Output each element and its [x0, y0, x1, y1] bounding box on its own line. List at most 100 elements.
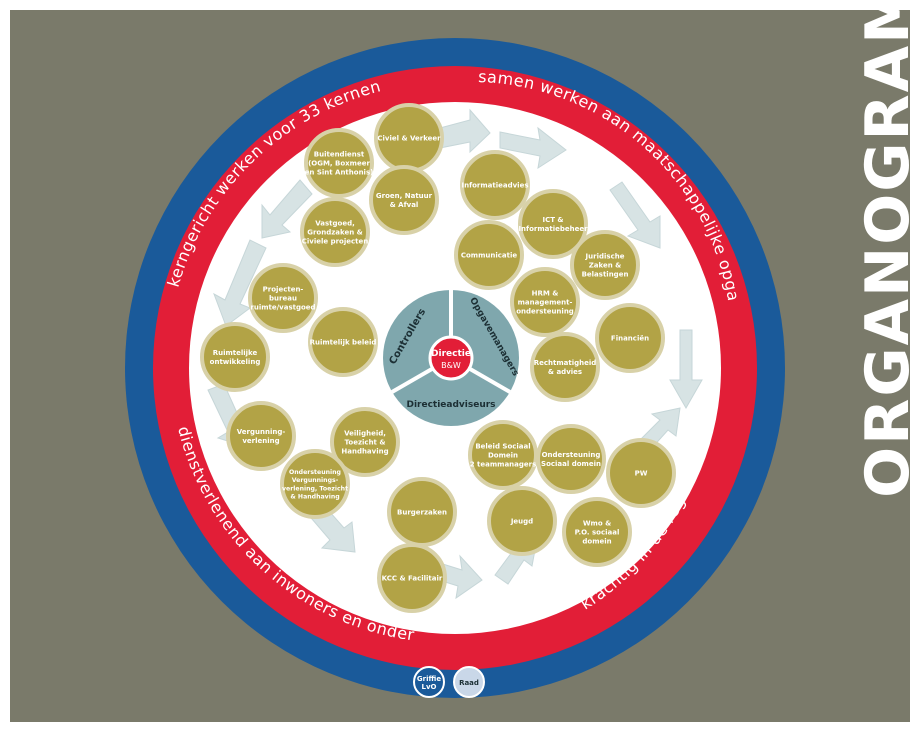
department-circle[interactable]	[248, 263, 318, 333]
department-circle[interactable]	[454, 220, 524, 290]
arrow-top-left	[261, 179, 313, 239]
department-node[interactable]: Ruimtelijk beleid	[308, 307, 378, 377]
department-circle[interactable]	[518, 189, 588, 259]
segment-directieadviseurs[interactable]: Directieadviseurs	[406, 400, 495, 410]
department-label: (OGM, Boxmeer	[308, 159, 370, 167]
department-label: Toezicht &	[345, 438, 386, 446]
department-circle[interactable]	[304, 128, 374, 198]
department-label: ontwikkeling	[210, 358, 261, 366]
department-circle[interactable]	[530, 332, 600, 402]
department-label: & Handhaving	[290, 493, 339, 500]
department-label: Grondzaken &	[307, 228, 363, 236]
department-label: 2 teammanagers	[470, 460, 537, 468]
department-circle[interactable]	[226, 401, 296, 471]
department-circle[interactable]	[460, 150, 530, 220]
department-label: Domein	[488, 451, 518, 459]
department-label: en Sint Anthonis)	[305, 168, 374, 176]
department-circle[interactable]	[280, 449, 350, 519]
department-node[interactable]: Financiën	[595, 303, 665, 373]
department-circle[interactable]	[308, 307, 378, 377]
department-node[interactable]: Vastgoed,Grondzaken &Civiele projecten	[300, 197, 370, 267]
department-node[interactable]: Civiel & Verkeer	[374, 103, 444, 173]
department-label: Ruimtelijk beleid	[310, 338, 377, 346]
department-circle[interactable]	[595, 303, 665, 373]
department-circle[interactable]	[200, 322, 270, 392]
department-label: Informatieadvies	[461, 181, 528, 189]
bottom-button-label: LvO	[422, 683, 437, 691]
department-label: ruimte/vastgoed	[250, 303, 315, 311]
department-circle[interactable]	[330, 407, 400, 477]
department-label: Rechtmatigheid	[534, 359, 597, 367]
department-label: Sociaal domein	[541, 460, 601, 468]
bottom-button-circle[interactable]	[413, 666, 445, 698]
bw-label: B&W	[441, 361, 461, 370]
department-label: verlening	[242, 437, 279, 445]
department-circle[interactable]	[468, 420, 538, 490]
department-circle[interactable]	[570, 230, 640, 300]
department-label: Vergunnings-	[292, 477, 339, 484]
bottom-button-label: Griffie	[417, 675, 441, 683]
department-label: bureau	[269, 294, 297, 302]
department-label: ondersteuning	[516, 307, 574, 315]
department-label: Beleid Sociaal	[475, 442, 530, 450]
department-label: Ondersteuning	[289, 469, 341, 476]
raad-button[interactable]: Raad	[453, 666, 485, 698]
bottom-button-circle[interactable]	[453, 666, 485, 698]
bottom-button-label: Raad	[459, 679, 479, 687]
department-label: domein	[582, 537, 611, 545]
department-node[interactable]: KCC & Facilitair	[377, 543, 447, 613]
department-circle[interactable]	[562, 497, 632, 567]
center-hub: Controllers Opgavemanagers Directieadvis…	[383, 290, 520, 426]
department-circle[interactable]	[606, 438, 676, 508]
department-label: P.O. sociaal	[575, 528, 620, 536]
department-label: Handhaving	[341, 447, 388, 455]
arrow-right-mid	[669, 329, 703, 410]
arrow-top-right	[499, 126, 567, 170]
directie-label: Directie	[431, 349, 471, 359]
department-circle[interactable]	[300, 197, 370, 267]
department-label: Belastingen	[582, 270, 629, 278]
department-circle[interactable]	[510, 267, 580, 337]
department-circle[interactable]	[487, 486, 557, 556]
department-node[interactable]: HRM &management-ondersteuning	[510, 267, 580, 337]
department-node[interactable]: Veiligheid,Toezicht &Handhaving	[330, 407, 400, 477]
department-label: KCC & Facilitair	[382, 574, 443, 582]
department-node[interactable]: Communicatie	[454, 220, 524, 290]
department-node[interactable]: Vergunning-verlening	[226, 401, 296, 471]
department-node[interactable]: ICT &Informatiebeheer	[518, 189, 588, 259]
arrow-left-upper	[213, 239, 267, 327]
department-label: Veiligheid,	[344, 429, 386, 437]
department-node[interactable]: Informatieadvies	[460, 150, 530, 220]
department-label: Jeugd	[510, 517, 533, 525]
department-circle[interactable]	[369, 165, 439, 235]
department-node[interactable]: Groen, Natuur& Afval	[369, 165, 439, 235]
department-label: ICT &	[542, 216, 563, 224]
department-label: Civiel & Verkeer	[377, 134, 441, 142]
department-node[interactable]: Jeugd	[487, 486, 557, 556]
department-node[interactable]: Rechtmatigheid& advies	[530, 332, 600, 402]
department-label: Burgerzaken	[397, 508, 447, 516]
department-label: Projecten-	[263, 285, 304, 293]
department-circle[interactable]	[536, 424, 606, 494]
directie-circle[interactable]	[428, 335, 474, 381]
arrow-top	[439, 108, 491, 154]
department-node[interactable]: Burgerzaken	[387, 477, 457, 547]
department-label: Groen, Natuur	[376, 192, 433, 200]
department-label: Informatiebeheer	[518, 225, 588, 233]
department-label: Communicatie	[461, 251, 518, 259]
department-circle[interactable]	[377, 543, 447, 613]
department-label: HRM &	[532, 289, 559, 297]
department-node[interactable]: PW	[606, 438, 676, 508]
